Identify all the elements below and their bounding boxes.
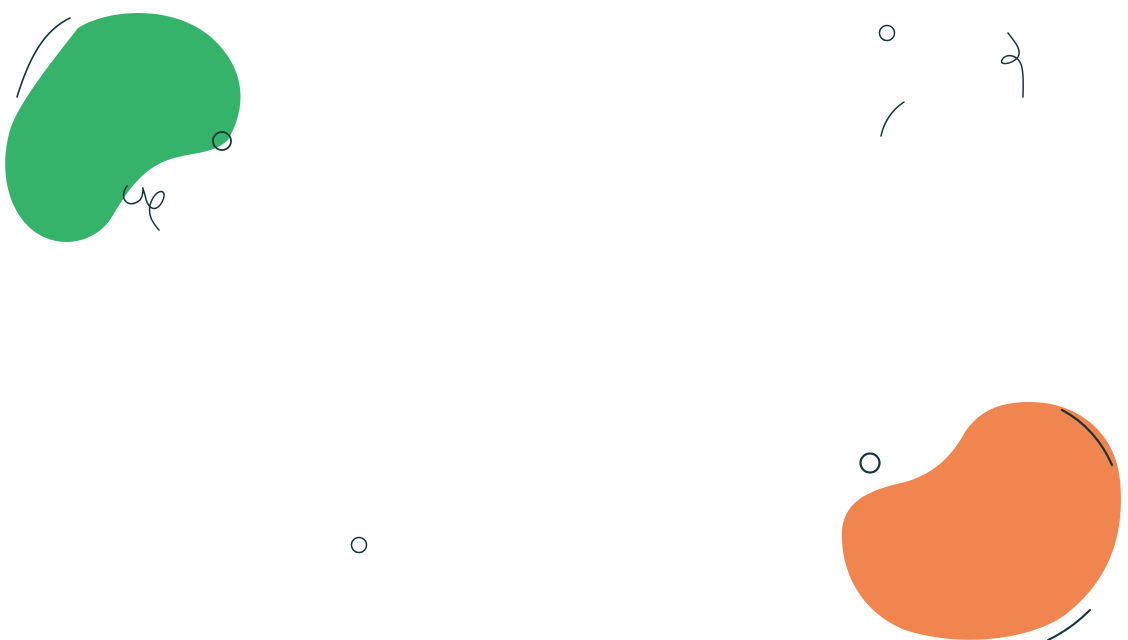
arc-line-icon — [880, 101, 905, 137]
small-circle-icon — [878, 24, 896, 42]
small-circle-icon — [350, 536, 368, 554]
arc-line-icon — [16, 17, 71, 98]
small-circle-icon — [212, 131, 232, 151]
squiggle-line-icon — [1000, 32, 1024, 98]
arc-line-icon — [1060, 408, 1114, 467]
green-blob-icon — [5, 13, 241, 242]
squiggle-line-icon — [122, 185, 165, 231]
arc-line-icon — [1047, 609, 1091, 640]
orange-blob-icon — [841, 402, 1121, 640]
small-circle-icon — [859, 452, 881, 474]
